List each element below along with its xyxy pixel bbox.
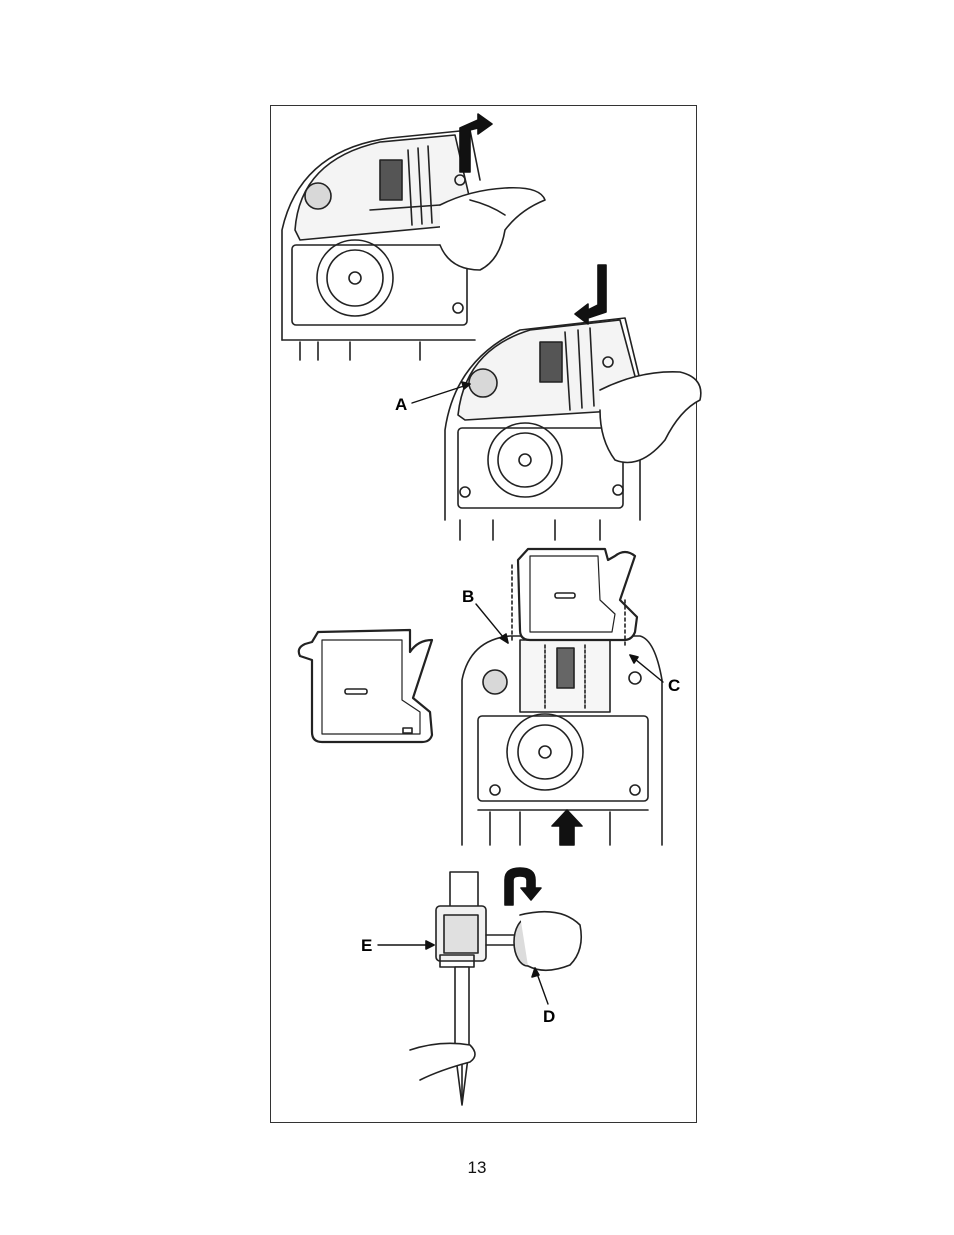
callout-b: B	[462, 588, 474, 605]
callout-d: D	[543, 1008, 555, 1025]
callout-a: A	[395, 396, 407, 413]
panel-slide-plate	[299, 549, 663, 845]
panel-remove-needle-plate	[282, 114, 545, 360]
page-number: 13	[0, 1158, 954, 1178]
panel-needle-clamp	[378, 868, 581, 1105]
callout-e: E	[361, 937, 372, 954]
callout-c: C	[668, 677, 680, 694]
panel-replace-needle-plate	[412, 265, 701, 540]
